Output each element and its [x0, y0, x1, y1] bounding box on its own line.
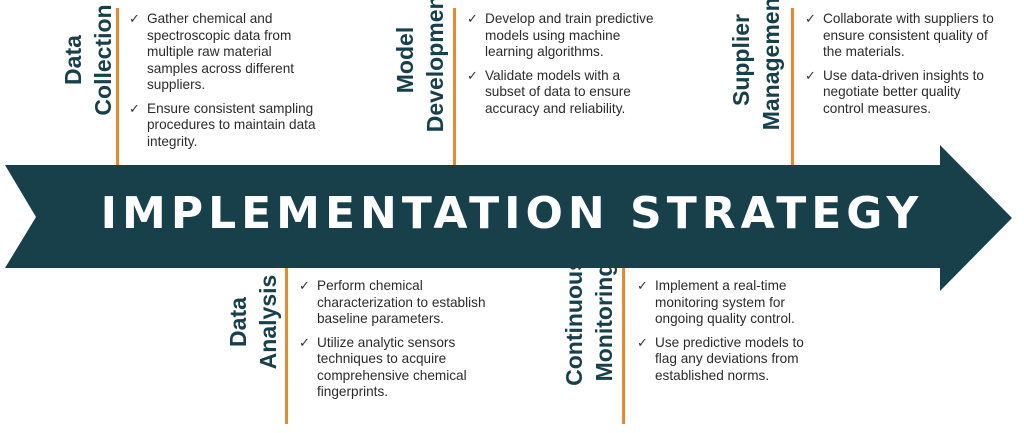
check-icon: ✓ — [467, 11, 478, 26]
check-icon: ✓ — [805, 67, 816, 83]
check-icon: ✓ — [467, 67, 478, 83]
bullet-item: ✓Validate models with a subset of data t… — [467, 67, 631, 116]
stage-bullets-data-analysis: ✓Perform chemical characterization to es… — [298, 278, 488, 408]
bullet-item: ✓Use data-driven insights to negotiate b… — [805, 67, 984, 116]
bullet-item: ✓Ensure consistent sampling procedures t… — [129, 100, 316, 149]
stage-label-data-collection: Data Collection — [60, 4, 116, 116]
stage-label-data-analysis: Data Analysis — [225, 274, 281, 370]
check-icon: ✓ — [637, 334, 648, 350]
bullet-item: ✓Develop and train predictive models usi… — [467, 11, 654, 59]
stage-bullets-supplier-management: ✓Collaborate with suppliers to ensure co… — [804, 11, 994, 124]
strategy-title: IMPLEMENTATION STRATEGY — [100, 188, 924, 239]
stage-label-supplier-management: Supplier Management — [728, 0, 784, 131]
stage-divider — [791, 8, 794, 165]
check-icon: ✓ — [299, 334, 310, 350]
stage-label-model-development: Model Development — [392, 0, 448, 133]
check-icon: ✓ — [129, 100, 140, 116]
stage-divider — [116, 8, 119, 165]
bullet-item: ✓Use predictive models to flag any devia… — [637, 334, 804, 383]
stage-divider — [622, 268, 625, 424]
stage-bullets-model-development: ✓Develop and train predictive models usi… — [466, 11, 656, 124]
stage-label-continuous-monitoring: Continuous Monitoring — [561, 258, 617, 386]
bullet-item: ✓Utilize analytic sensors techniques to … — [299, 334, 467, 400]
arrow-shape — [5, 145, 1012, 291]
stage-bullets-continuous-monitoring: ✓Implement a real-time monitoring system… — [636, 278, 826, 391]
check-icon: ✓ — [637, 278, 648, 293]
stage-divider — [453, 8, 456, 165]
bullet-item: ✓Gather chemical and spectroscopic data … — [129, 11, 295, 92]
bullet-item: ✓Collaborate with suppliers to ensure co… — [805, 11, 994, 59]
stage-divider — [285, 268, 288, 424]
bullet-item: ✓Implement a real-time monitoring system… — [637, 278, 795, 326]
check-icon: ✓ — [805, 11, 816, 26]
check-icon: ✓ — [129, 11, 140, 26]
check-icon: ✓ — [299, 278, 310, 293]
bullet-item: ✓Perform chemical characterization to es… — [299, 278, 486, 326]
stage-bullets-data-collection: ✓Gather chemical and spectroscopic data … — [128, 11, 318, 157]
